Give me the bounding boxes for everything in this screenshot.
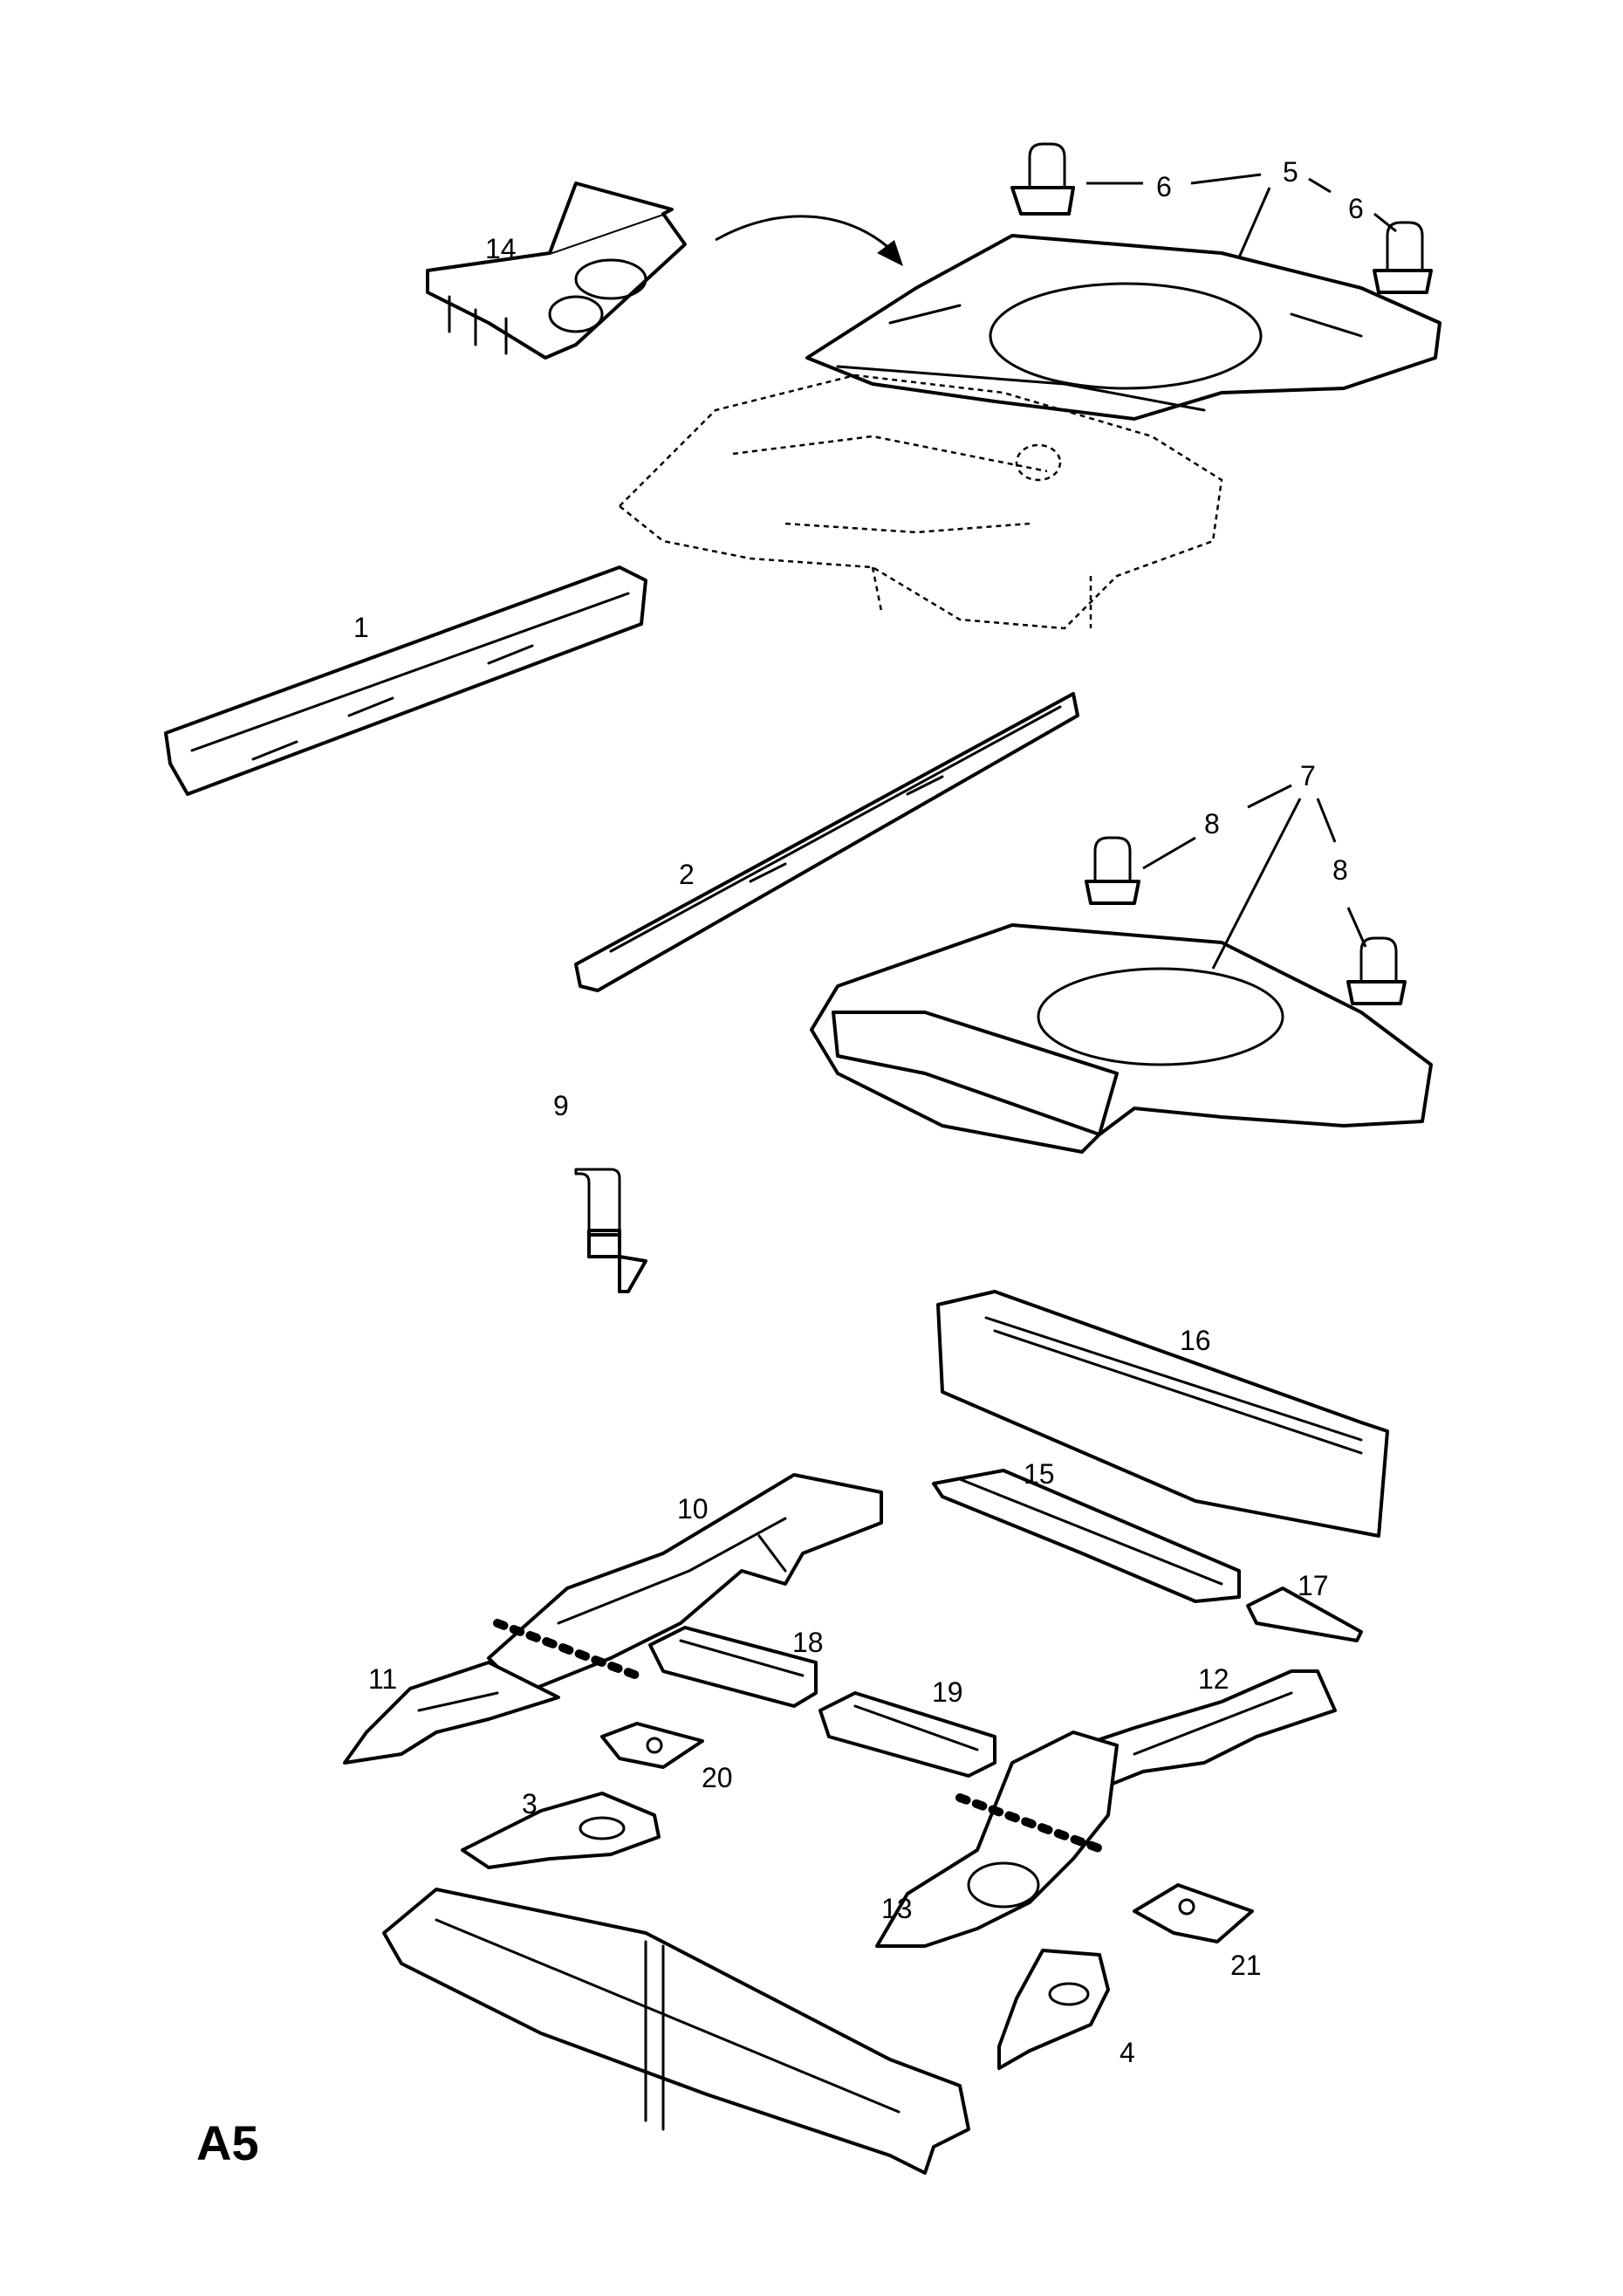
part-19-bracket (818, 1691, 996, 1778)
leader-6b (1373, 212, 1397, 233)
callout-21: 21 (1230, 1950, 1262, 1981)
part-6-tie-down-loop-left (1010, 142, 1075, 216)
callout-5: 5 (1283, 156, 1298, 188)
part-8-tie-down-loop-right (1346, 936, 1407, 1005)
part-9-tow-eye (574, 1168, 647, 1293)
callout-13: 13 (881, 1893, 913, 1924)
part-3-reinforcement (461, 1792, 661, 1869)
part-2-sill-rail (574, 692, 1079, 992)
assembly-arrow (715, 215, 896, 255)
callout-11: 11 (368, 1663, 397, 1695)
callout-6a: 6 (1156, 171, 1172, 202)
callout-16: 16 (1180, 1325, 1211, 1356)
callout-15: 15 (1024, 1458, 1055, 1490)
part-7-rear-floor-panel (810, 923, 1433, 1154)
part-14-brace (426, 182, 687, 360)
callout-4: 4 (1120, 2037, 1135, 2068)
callout-12: 12 (1198, 1663, 1229, 1695)
leader-8-to-7 (1247, 784, 1292, 809)
part-13-rear-rail-end-right (875, 1731, 1119, 1948)
part-10-rear-rail-left (487, 1473, 883, 1695)
part-5-rear-floor-panel (805, 234, 1442, 421)
callout-14: 14 (485, 233, 517, 264)
part-11-rear-rail-end-left (343, 1661, 560, 1765)
callout-6b: 6 (1348, 193, 1364, 224)
part-6-tie-down-loop-right (1373, 221, 1433, 294)
part-17-bracket (1246, 1587, 1363, 1642)
callout-19: 19 (932, 1676, 963, 1708)
callout-18: 18 (792, 1627, 824, 1658)
part-20-plate (600, 1722, 704, 1769)
part-1-side-rail (164, 565, 647, 796)
leader-7 (1211, 798, 1302, 970)
part-8-tie-down-loop-left (1085, 836, 1140, 905)
part-21-plate (1133, 1883, 1254, 1943)
part-body-shell-ghost (618, 374, 1223, 630)
callout-3: 3 (522, 1788, 538, 1820)
callout-7: 7 (1300, 760, 1316, 792)
leader-8b (1346, 907, 1367, 948)
cut-line-left (493, 1619, 641, 1680)
assembly-arrow-head (877, 240, 903, 266)
callout-8a: 8 (1204, 808, 1220, 840)
callout-2: 2 (679, 859, 695, 890)
callout-8b: 8 (1332, 854, 1348, 886)
part-18-bracket (648, 1626, 818, 1708)
part-4-reinforcement (997, 1949, 1110, 2070)
leader-5-to-6b (1308, 177, 1332, 194)
leader-8a (1142, 836, 1196, 870)
part-15-cross-member (932, 1469, 1241, 1603)
part-16-rear-end-panel (936, 1290, 1389, 1538)
leader-7-to-8b (1316, 798, 1337, 843)
part-front-floor-pan (382, 1888, 970, 2175)
callout-1: 1 (353, 612, 369, 643)
part-12-rear-rail-right (1080, 1669, 1337, 1791)
callout-17: 17 (1298, 1570, 1329, 1601)
leader-6-to-5 (1190, 173, 1262, 185)
callout-9: 9 (553, 1090, 569, 1121)
callout-10: 10 (677, 1493, 709, 1525)
leader-5 (1237, 187, 1271, 258)
page-label: A5 (196, 2115, 259, 2170)
cut-line-right (955, 1793, 1108, 1854)
callout-20: 20 (702, 1762, 733, 1793)
